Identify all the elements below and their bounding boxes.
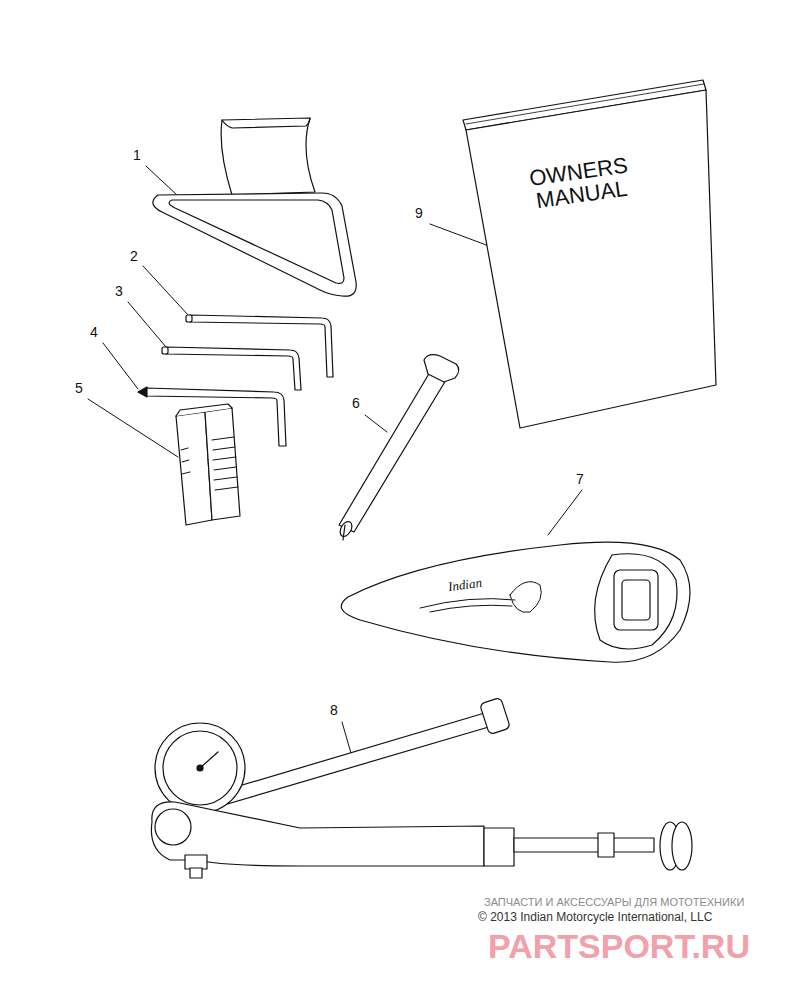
hex-keys — [138, 315, 333, 446]
callout-number: 3 — [115, 284, 123, 299]
watermark-text: ЗАПЧАСТИ И АКСЕССУАРЫ ДЛЯ МОТОТЕХНИКИ — [484, 896, 744, 908]
shock-pump — [151, 697, 692, 878]
callout-number: 6 — [352, 396, 360, 411]
callout-number: 7 — [576, 472, 584, 487]
callout-number: 8 — [330, 703, 338, 718]
owners-manual — [463, 80, 716, 428]
copyright-note: © 2013 Indian Motorcycle International, … — [478, 911, 712, 924]
holder-clip — [153, 118, 356, 296]
callout-number: 1 — [133, 148, 141, 163]
clamp-tool — [176, 404, 240, 525]
callout-number: 2 — [130, 249, 138, 264]
watermark-logo: PARTSPORT.RU — [488, 928, 750, 965]
tool-case — [341, 542, 690, 662]
spark-plug-rod — [338, 355, 459, 540]
callout-number: 4 — [90, 325, 98, 340]
callout-number: 9 — [415, 206, 423, 221]
callout-number: 5 — [75, 381, 83, 396]
